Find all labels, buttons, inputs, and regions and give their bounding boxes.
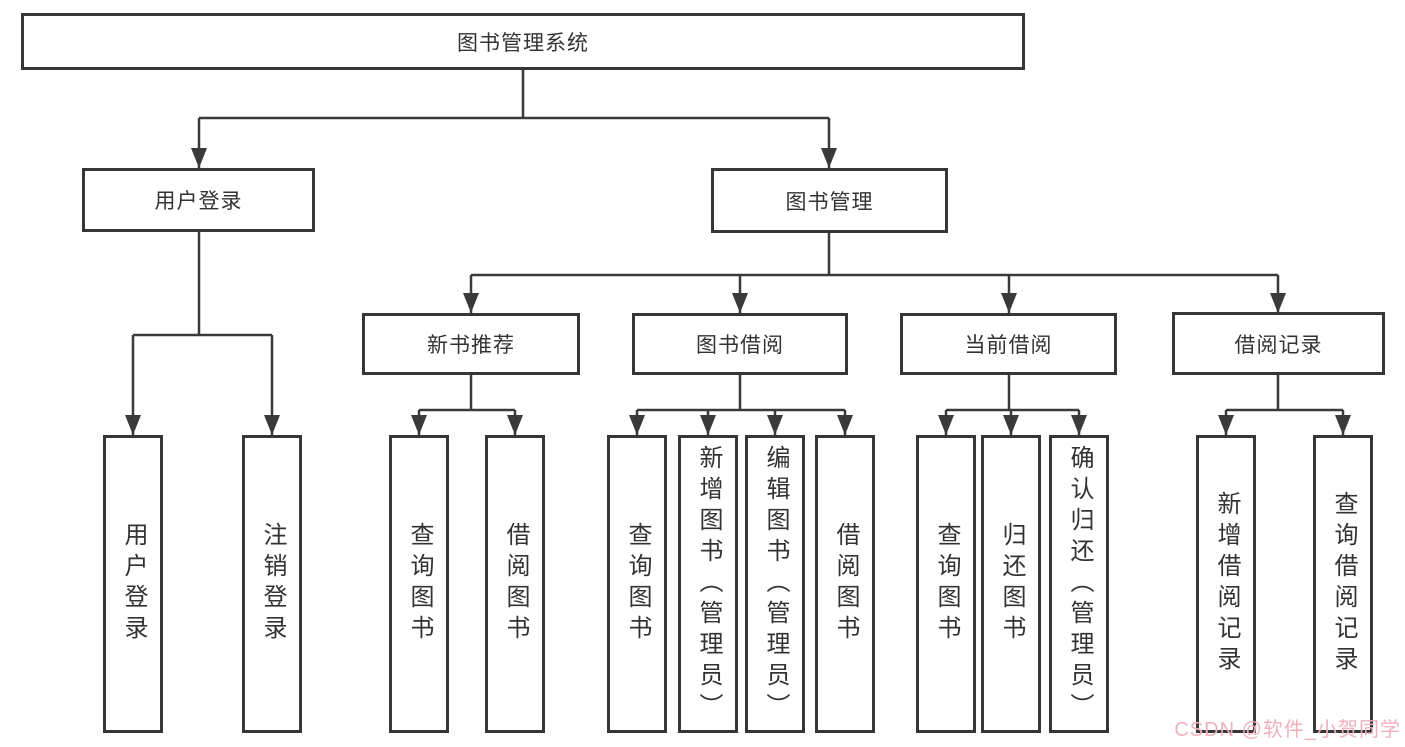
leaf-edit-books-admin: 编辑图书（管理员） bbox=[745, 435, 805, 733]
leaf-confirm-return-admin: 确认归还（管理员） bbox=[1049, 435, 1109, 733]
node-user-login-branch: 用户登录 bbox=[82, 168, 315, 232]
leaf-query-books-recommend: 查询图书 bbox=[389, 435, 449, 733]
node-label: 新增图书（管理员） bbox=[695, 444, 722, 724]
node-label: 确认归还（管理员） bbox=[1066, 444, 1093, 724]
node-label: 用户登录 bbox=[154, 190, 243, 213]
node-book-borrow: 图书借阅 bbox=[632, 313, 848, 375]
node-label: 查询图书 bbox=[624, 522, 651, 646]
node-borrow-records: 借阅记录 bbox=[1172, 312, 1385, 375]
node-label: 查询图书 bbox=[406, 522, 433, 646]
node-label: 图书管理系统 bbox=[457, 31, 589, 55]
node-label: 新书推荐 bbox=[427, 334, 515, 357]
node-label: 图书管理 bbox=[785, 190, 874, 214]
leaf-logout: 注销登录 bbox=[242, 435, 302, 733]
leaf-return-books: 归还图书 bbox=[981, 435, 1041, 733]
node-label: 图书借阅 bbox=[696, 334, 784, 357]
node-label: 借阅记录 bbox=[1234, 333, 1323, 357]
node-label: 归还图书 bbox=[998, 522, 1025, 646]
node-label: 查询借阅记录 bbox=[1330, 491, 1357, 677]
node-label: 编辑图书（管理员） bbox=[762, 444, 789, 724]
node-library-management-system: 图书管理系统 bbox=[21, 13, 1025, 70]
node-label: 用户登录 bbox=[120, 522, 147, 646]
leaf-query-borrow-record: 查询借阅记录 bbox=[1313, 435, 1373, 733]
node-label: 注销登录 bbox=[259, 522, 286, 646]
leaf-borrow-books: 借阅图书 bbox=[815, 435, 875, 733]
node-current-borrow: 当前借阅 bbox=[900, 313, 1117, 375]
node-label: 借阅图书 bbox=[832, 522, 859, 646]
node-new-book-recommend: 新书推荐 bbox=[362, 313, 580, 375]
leaf-add-books-admin: 新增图书（管理员） bbox=[678, 435, 738, 733]
node-label: 借阅图书 bbox=[502, 522, 529, 646]
leaf-borrow-books-recommend: 借阅图书 bbox=[485, 435, 545, 733]
leaf-query-books-borrow: 查询图书 bbox=[607, 435, 667, 733]
node-label: 当前借阅 bbox=[964, 334, 1053, 357]
csdn-watermark: CSDN @软件_小贺同学 bbox=[1174, 719, 1401, 741]
node-book-management-branch: 图书管理 bbox=[711, 168, 948, 233]
node-label: 查询图书 bbox=[933, 522, 960, 646]
leaf-query-books-current: 查询图书 bbox=[916, 435, 976, 733]
leaf-add-borrow-record: 新增借阅记录 bbox=[1196, 435, 1256, 733]
node-label: 新增借阅记录 bbox=[1213, 491, 1240, 677]
leaf-user-login: 用户登录 bbox=[103, 435, 163, 733]
